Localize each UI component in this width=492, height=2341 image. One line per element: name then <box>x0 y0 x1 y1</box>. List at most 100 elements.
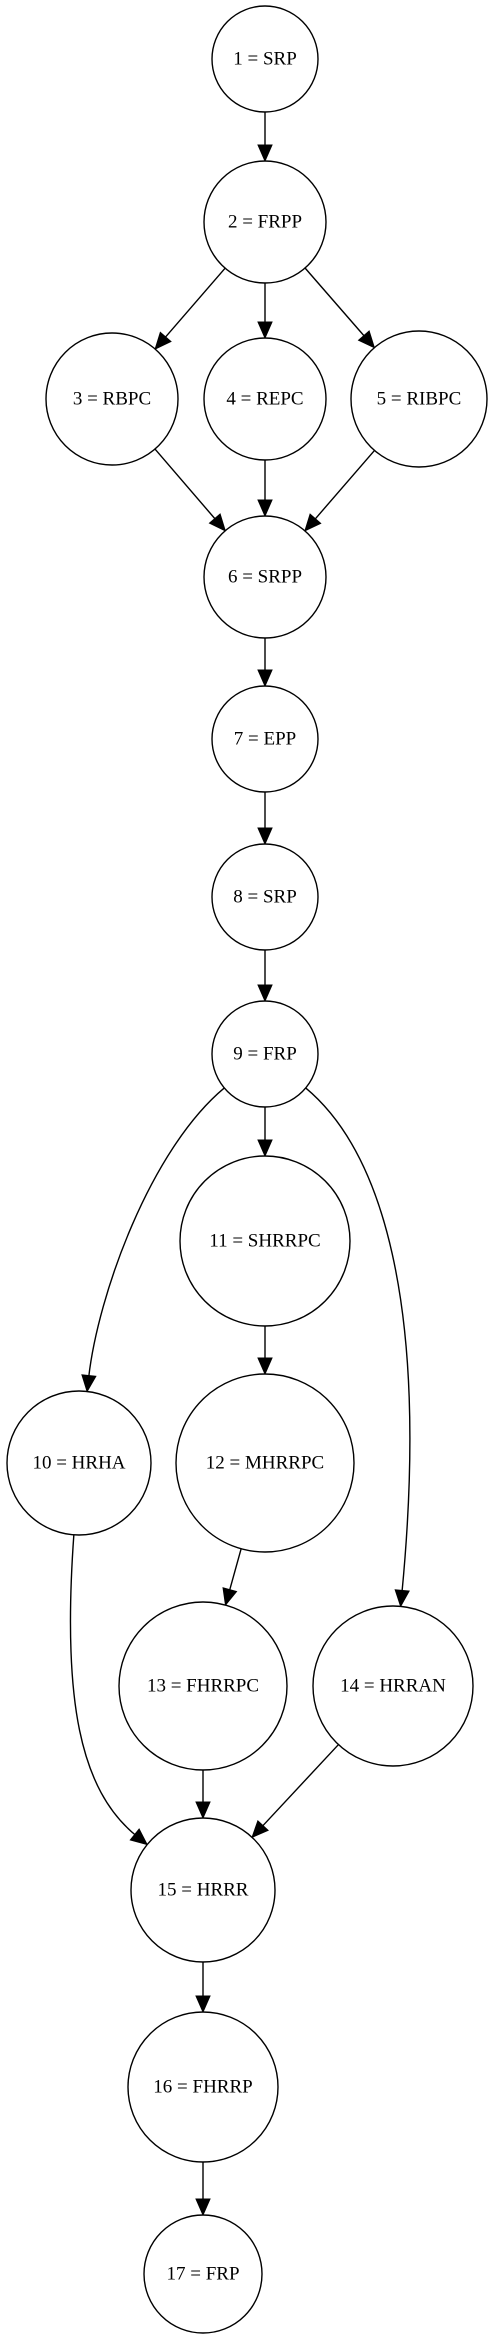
edge-n8-to-n9 <box>257 950 273 1003</box>
edge-n13-to-n15 <box>195 1770 211 1820</box>
arrow-head-icon <box>357 330 376 349</box>
node-label: 12 = MHRRPC <box>206 1453 324 1474</box>
node-n5: 5 = RIBPC <box>350 330 488 468</box>
edges-layer <box>69 112 411 2217</box>
node-circle <box>45 332 179 466</box>
node-circle <box>175 1373 355 1553</box>
arrow-head-icon <box>251 1819 269 1839</box>
edge-n2-to-n3 <box>154 267 226 351</box>
edge-n14-to-n15 <box>251 1744 339 1839</box>
node-label: 8 = SRP <box>233 887 297 908</box>
edge-line <box>305 1087 411 1593</box>
arrow-head-icon <box>257 144 273 163</box>
edge-line <box>313 449 376 521</box>
node-label: 13 = FHRRPC <box>147 1676 259 1697</box>
node-circle <box>6 1390 152 1536</box>
edge-line <box>69 1534 137 1837</box>
node-n15: 15 = HRRR <box>130 1817 276 1963</box>
arrow-head-icon <box>257 1357 273 1376</box>
node-circle <box>118 1601 288 1771</box>
arrow-head-icon <box>257 827 273 846</box>
node-label: 3 = RBPC <box>73 389 151 410</box>
node-n11: 11 = SHRRPC <box>179 1155 351 1327</box>
node-n17: 17 = FRP <box>143 2214 263 2334</box>
edge-line <box>228 1548 242 1592</box>
arrow-head-icon <box>129 1828 149 1846</box>
node-circle <box>211 843 319 951</box>
edge-n1-to-n2 <box>257 112 273 163</box>
arrow-head-icon <box>257 321 273 340</box>
edge-n9-to-n10 <box>81 1087 225 1393</box>
node-circle <box>211 685 319 793</box>
edge-n2-to-n5 <box>304 267 376 349</box>
node-label: 5 = RIBPC <box>377 389 462 410</box>
node-label: 9 = FRP <box>233 1044 297 1065</box>
edge-n7-to-n8 <box>257 792 273 846</box>
node-label: 1 = SRP <box>233 49 297 70</box>
node-label: 17 = FRP <box>166 2264 239 2285</box>
node-circle <box>350 330 488 468</box>
node-n10: 10 = HRHA <box>6 1390 152 1536</box>
arrow-head-icon <box>81 1374 97 1393</box>
node-n6: 6 = SRPP <box>203 515 327 639</box>
arrow-head-icon <box>195 1995 211 2014</box>
node-n13: 13 = FHRRPC <box>118 1601 288 1771</box>
arrow-head-icon <box>257 669 273 688</box>
edge-n11-to-n12 <box>257 1326 273 1376</box>
node-circle <box>127 2011 279 2163</box>
arrow-head-icon <box>222 1587 238 1607</box>
node-label: 10 = HRHA <box>32 1453 125 1474</box>
arrow-head-icon <box>208 513 227 532</box>
node-label: 7 = EPP <box>234 729 296 750</box>
node-label: 11 = SHRRPC <box>209 1231 320 1252</box>
node-circle <box>143 2214 263 2334</box>
node-n4: 4 = REPC <box>203 337 327 461</box>
edge-n9-to-n11 <box>257 1107 273 1158</box>
node-label: 2 = FRPP <box>228 212 302 233</box>
node-label: 6 = SRPP <box>228 567 302 588</box>
node-circle <box>203 160 327 284</box>
edge-line <box>87 1087 225 1378</box>
edge-n12-to-n13 <box>222 1548 242 1607</box>
node-circle <box>203 337 327 461</box>
node-circle <box>203 515 327 639</box>
node-n8: 8 = SRP <box>211 843 319 951</box>
node-circle <box>211 1000 319 1108</box>
edge-n3-to-n6 <box>154 448 227 532</box>
edge-n16-to-n17 <box>195 2162 211 2217</box>
arrow-head-icon <box>195 2198 211 2217</box>
edge-n4-to-n6 <box>257 460 273 518</box>
edge-n15-to-n16 <box>195 1962 211 2014</box>
edge-line <box>154 448 217 521</box>
arrow-head-icon <box>394 1589 410 1608</box>
arrow-head-icon <box>195 1801 211 1820</box>
edge-line <box>261 1744 339 1828</box>
node-n12: 12 = MHRRPC <box>175 1373 355 1553</box>
arrow-head-icon <box>257 984 273 1003</box>
edge-line <box>304 267 366 338</box>
node-label: 4 = REPC <box>226 389 303 410</box>
nodes-layer: 1 = SRP 2 = FRPP 3 = RBPC 4 = REPC 5 = RIBPC… <box>6 5 488 2334</box>
node-n2: 2 = FRPP <box>203 160 327 284</box>
arrow-head-icon <box>304 513 322 532</box>
edge-n6-to-n7 <box>257 638 273 688</box>
arrow-head-icon <box>257 499 273 518</box>
node-n14: 14 = HRRAN <box>312 1605 474 1767</box>
edge-n9-to-n14 <box>305 1087 411 1608</box>
node-n9: 9 = FRP <box>211 1000 319 1108</box>
node-n1: 1 = SRP <box>211 5 319 113</box>
node-label: 14 = HRRAN <box>340 1676 446 1697</box>
edge-n5-to-n6 <box>304 449 376 532</box>
edge-line <box>163 267 226 339</box>
arrow-head-icon <box>154 331 172 351</box>
node-circle <box>211 5 319 113</box>
edge-n2-to-n4 <box>257 283 273 340</box>
node-circle <box>130 1817 276 1963</box>
node-n16: 16 = FHRRP <box>127 2011 279 2163</box>
node-n7: 7 = EPP <box>211 685 319 793</box>
node-label: 15 = HRRR <box>158 1880 249 1901</box>
node-circle <box>312 1605 474 1767</box>
node-label: 16 = FHRRP <box>153 2077 252 2098</box>
arrow-head-icon <box>257 1139 273 1158</box>
